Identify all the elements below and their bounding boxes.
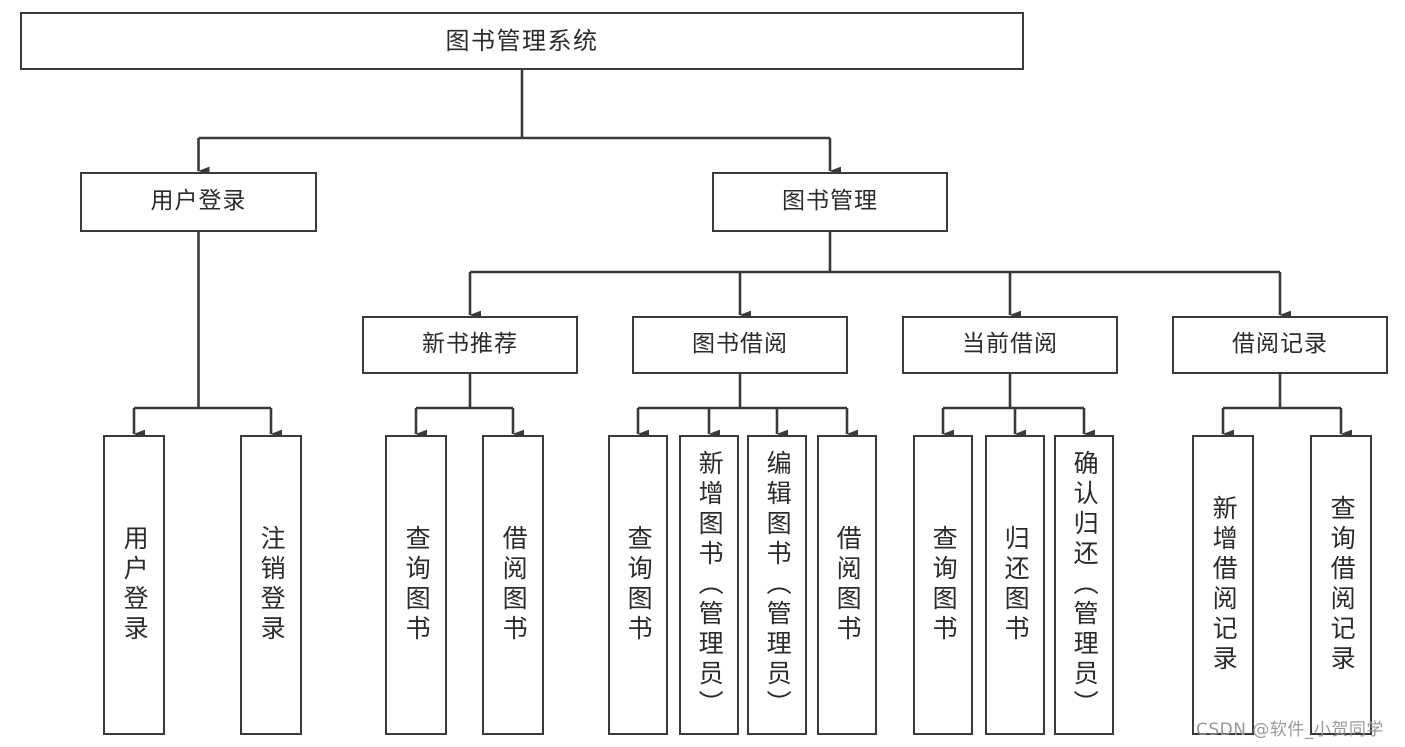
node-label: 图书借阅 bbox=[692, 331, 788, 358]
node-label: 查询图书 bbox=[402, 525, 432, 645]
node-leaf-query-book-3[interactable]: 查询图书 bbox=[913, 435, 973, 735]
node-book-manage[interactable]: 图书管理 bbox=[712, 172, 948, 232]
node-leaf-edit-book[interactable]: 编辑图书（管理员） bbox=[747, 435, 807, 735]
node-leaf-borrow-book-1[interactable]: 借阅图书 bbox=[482, 435, 544, 735]
node-borrow-record[interactable]: 借阅记录 bbox=[1172, 316, 1388, 374]
node-label: 查询图书 bbox=[624, 525, 654, 645]
node-label: 新书推荐 bbox=[422, 331, 518, 358]
node-label: 借阅记录 bbox=[1232, 331, 1328, 358]
node-label: 用户登录 bbox=[120, 525, 150, 645]
node-label: 注销登录 bbox=[257, 525, 287, 645]
node-root[interactable]: 图书管理系统 bbox=[20, 12, 1024, 70]
node-label: 编辑图书（管理员） bbox=[763, 450, 793, 720]
node-leaf-return-book[interactable]: 归还图书 bbox=[985, 435, 1045, 735]
node-label: 借阅图书 bbox=[833, 525, 863, 645]
node-leaf-borrow-book-2[interactable]: 借阅图书 bbox=[817, 435, 877, 735]
node-current-borrow[interactable]: 当前借阅 bbox=[902, 316, 1118, 374]
node-leaf-add-book[interactable]: 新增图书（管理员） bbox=[679, 435, 739, 735]
node-leaf-query-borrow-record[interactable]: 查询借阅记录 bbox=[1310, 435, 1372, 735]
node-leaf-confirm-return[interactable]: 确认归还（管理员） bbox=[1054, 435, 1114, 735]
node-label: 图书管理 bbox=[782, 188, 878, 215]
csdn-watermark: CSDN @软件_小贺同学 bbox=[1196, 720, 1384, 740]
node-leaf-add-borrow-record[interactable]: 新增借阅记录 bbox=[1192, 435, 1254, 735]
node-label: 用户登录 bbox=[150, 188, 247, 215]
node-leaf-user-logout[interactable]: 注销登录 bbox=[240, 435, 302, 735]
node-new-book-recommend[interactable]: 新书推荐 bbox=[362, 316, 578, 374]
node-user-login[interactable]: 用户登录 bbox=[80, 172, 317, 232]
node-label: 归还图书 bbox=[1001, 525, 1031, 645]
node-label: 新增借阅记录 bbox=[1209, 495, 1239, 675]
node-leaf-query-book-2[interactable]: 查询图书 bbox=[608, 435, 668, 735]
node-leaf-query-book-1[interactable]: 查询图书 bbox=[385, 435, 447, 735]
node-label: 确认归还（管理员） bbox=[1070, 450, 1100, 720]
node-label: 图书管理系统 bbox=[445, 26, 599, 55]
node-label: 查询图书 bbox=[929, 525, 959, 645]
node-label: 新增图书（管理员） bbox=[695, 450, 725, 720]
node-label: 查询借阅记录 bbox=[1327, 495, 1357, 675]
node-label: 借阅图书 bbox=[499, 525, 529, 645]
node-leaf-user-login[interactable]: 用户登录 bbox=[103, 435, 165, 735]
node-book-borrow[interactable]: 图书借阅 bbox=[632, 316, 848, 374]
node-label: 当前借阅 bbox=[962, 331, 1058, 358]
